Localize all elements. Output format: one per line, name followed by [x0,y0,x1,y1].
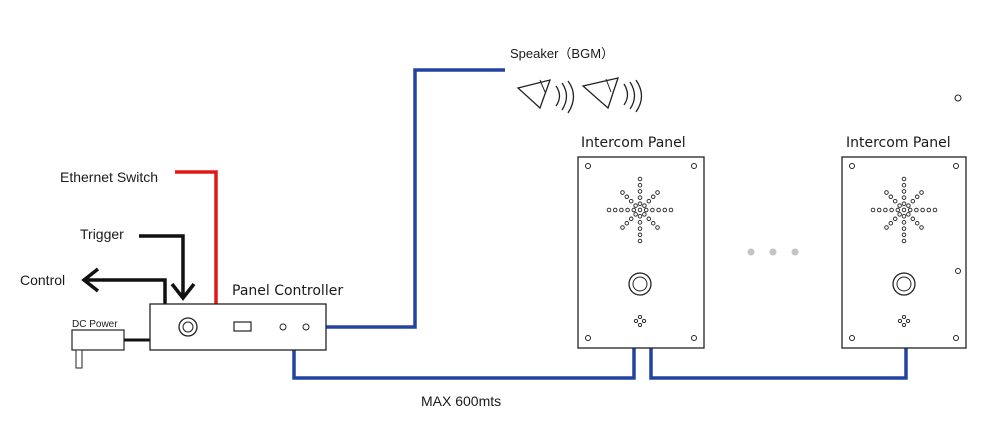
speaker-grille-icon [870,176,938,244]
panel-controller-label: Panel Controller [232,283,343,299]
trigger-label: Trigger [80,226,124,242]
decorative-dot [954,94,962,102]
panel-controller [149,303,327,351]
trigger-line [139,234,185,298]
speaker-1-icon [516,79,575,114]
microphone-icon [897,314,911,328]
max-distance-label: MAX 600mts [421,393,501,409]
microphone-icon [633,314,647,328]
call-button-icon [892,272,916,296]
mount-screw-icon [585,163,697,341]
control-line [84,278,167,304]
speaker-line [326,68,505,329]
dc-power-label: DC Power [72,319,118,330]
ethernet-line [175,170,218,304]
speaker-grille-icon [606,176,674,244]
bus-line-panel-1 [292,348,636,380]
mount-screw-icon [849,163,961,341]
intercom-panel-2 [841,156,967,349]
bus-line-panel-2 [649,348,908,380]
speaker-label: Speaker（BGM） [510,46,614,61]
ethernet-switch-label: Ethernet Switch [60,169,158,185]
trigger-arrowhead [170,282,196,301]
intercom-panel-2-label: Intercom Panel [846,135,951,151]
control-arrowhead [81,267,100,293]
speaker-2-icon [581,77,643,113]
intercom-panel-1 [577,156,705,349]
call-button-icon [628,272,652,296]
intercom-panel-1-label: Intercom Panel [581,135,686,151]
ellipsis-icon [747,248,799,256]
dc-power-adapter [71,329,125,369]
control-label: Control [20,272,65,288]
